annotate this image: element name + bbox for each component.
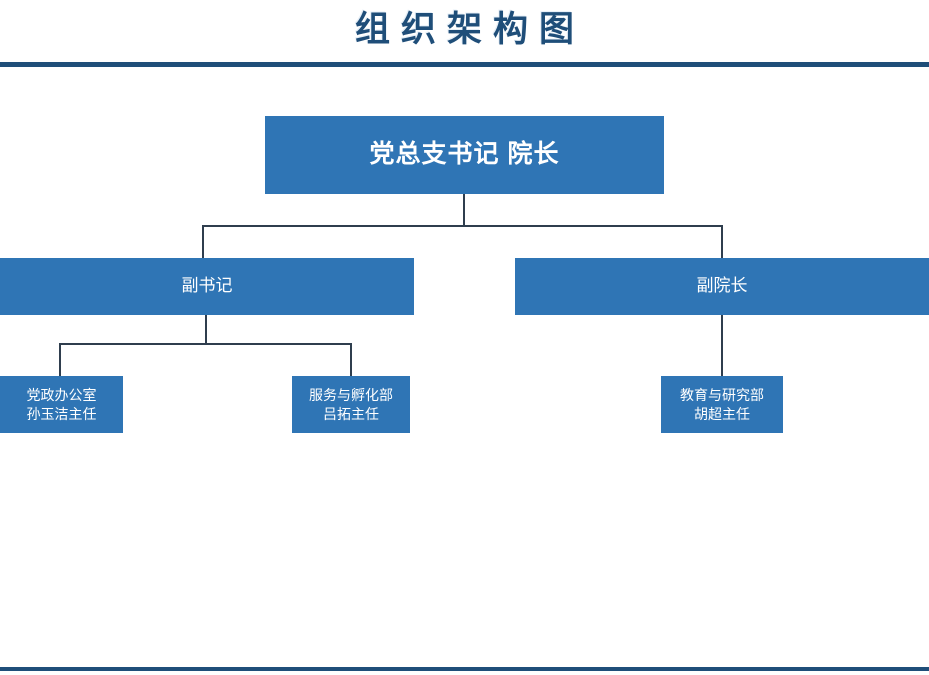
footer-divider-bottom (0, 667, 929, 671)
connector-root-stem (463, 194, 465, 226)
node-education-research[interactable]: 教育与研究部 胡超主任 (661, 376, 783, 433)
connector-root-bar (202, 225, 723, 227)
node-party-office-person: 孙玉洁主任 (26, 405, 97, 422)
connector-root-to-deputy-dean (721, 225, 723, 259)
node-education-research-person: 胡超主任 (694, 405, 750, 422)
connector-root-to-deputy-secretary (202, 225, 204, 259)
node-root[interactable]: 党总支书记 院长 (265, 116, 664, 194)
node-deputy-secretary[interactable]: 副书记 (0, 258, 414, 315)
connector-to-education-research (721, 315, 723, 377)
node-service-incubation-person: 吕拓主任 (323, 405, 379, 422)
node-service-incubation-dept: 服务与孵化部 (309, 386, 393, 403)
org-chart: 党总支书记 院长 副书记 副院长 党政办公室 孙玉洁主任 服务与孵化部 吕拓主任… (0, 67, 929, 667)
node-party-office[interactable]: 党政办公室 孙玉洁主任 (0, 376, 123, 433)
page-title: 组织架构图 (354, 10, 585, 49)
node-service-incubation[interactable]: 服务与孵化部 吕拓主任 (292, 376, 410, 433)
node-education-research-dept: 教育与研究部 (680, 386, 764, 403)
node-deputy-dean[interactable]: 副院长 (515, 258, 929, 315)
connector-to-party-office (59, 343, 61, 377)
node-party-office-dept: 党政办公室 (26, 386, 97, 403)
connector-to-service-incubation (350, 343, 352, 377)
connector-deputy-secretary-bar (59, 343, 352, 345)
header-divider-top (0, 62, 929, 67)
connector-deputy-secretary-stem (205, 315, 207, 345)
title-header: 组织架构图 (0, 0, 929, 62)
